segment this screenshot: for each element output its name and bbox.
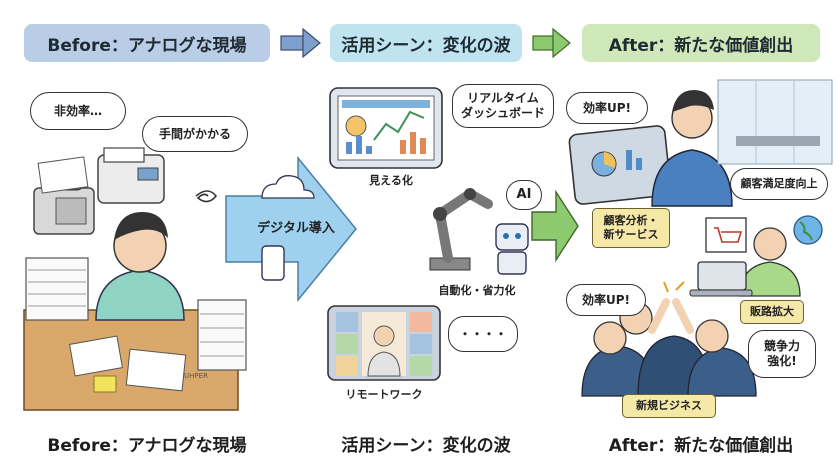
chat-speech-bubble: ・・・・ bbox=[448, 316, 518, 352]
sticky-note-icon bbox=[93, 375, 117, 393]
efficiency-bubble-bottom: 効率UP! bbox=[566, 284, 646, 316]
paper-sheet-icon bbox=[69, 335, 187, 392]
shopper-figure bbox=[739, 227, 801, 297]
ai-robot-icon bbox=[495, 223, 529, 275]
automation-label: 自動化・省力化 bbox=[438, 284, 516, 298]
stress-scribble-icon bbox=[195, 190, 218, 203]
new-business-tag: 新規ビジネス bbox=[622, 394, 716, 418]
before-banner: Before：アナログな現場 bbox=[24, 24, 270, 62]
before-caption: Before：アナログな現場 bbox=[47, 435, 247, 456]
visualization-label: 見える化 bbox=[369, 174, 413, 188]
office-background-icon bbox=[717, 79, 833, 165]
ai-speech-bubble: AI bbox=[506, 180, 542, 210]
globe-icon bbox=[793, 215, 823, 245]
transition-arrow-green bbox=[531, 189, 579, 263]
tablet-icon bbox=[261, 245, 285, 281]
paper-stack-icon bbox=[197, 299, 247, 371]
thought-bubble-hassle: 手間がかかる bbox=[142, 116, 248, 152]
video-call-screen-icon bbox=[327, 305, 441, 381]
paper-mark-label: UHPER bbox=[184, 371, 208, 380]
after-banner: After：新たな価値創出 bbox=[582, 24, 820, 62]
sales-channel-tag: 販路拡大 bbox=[740, 300, 804, 324]
laptop-icon bbox=[689, 261, 753, 297]
stressed-worker-figure bbox=[95, 212, 185, 321]
fax-machine-icon bbox=[97, 147, 165, 204]
middle-caption: 活用シーン：変化の波 bbox=[341, 435, 511, 456]
satisfaction-bubble: 顧客満足度向上 bbox=[730, 168, 828, 200]
banner-arrow-right-icon bbox=[532, 27, 571, 59]
thought-bubble-inefficiency: 非効率… bbox=[30, 92, 126, 130]
digital-adoption-label: デジタル導入 bbox=[257, 220, 335, 236]
paper-stack-icon bbox=[25, 257, 89, 321]
customer-analysis-tag: 顧客分析・ 新サービス bbox=[592, 208, 670, 248]
efficiency-bubble-top: 効率UP! bbox=[566, 92, 648, 124]
dashboard-tablet-icon bbox=[329, 87, 443, 169]
paper-sheet-icon bbox=[37, 156, 89, 194]
after-caption: After：新たな価値創出 bbox=[608, 435, 794, 456]
robot-arm-icon bbox=[429, 188, 493, 271]
team-high-five-figures bbox=[581, 281, 757, 397]
competitiveness-bubble: 競争力 強化! bbox=[748, 330, 816, 378]
shopping-cart-icon bbox=[705, 217, 747, 253]
banner-arrow-right-icon bbox=[280, 27, 321, 59]
dashboard-speech-bubble: リアルタイム ダッシュボード bbox=[452, 84, 554, 128]
cloud-icon bbox=[261, 175, 315, 199]
remote-work-label: リモートワーク bbox=[345, 388, 423, 402]
middle-banner: 活用シーン：変化の波 bbox=[330, 24, 522, 62]
